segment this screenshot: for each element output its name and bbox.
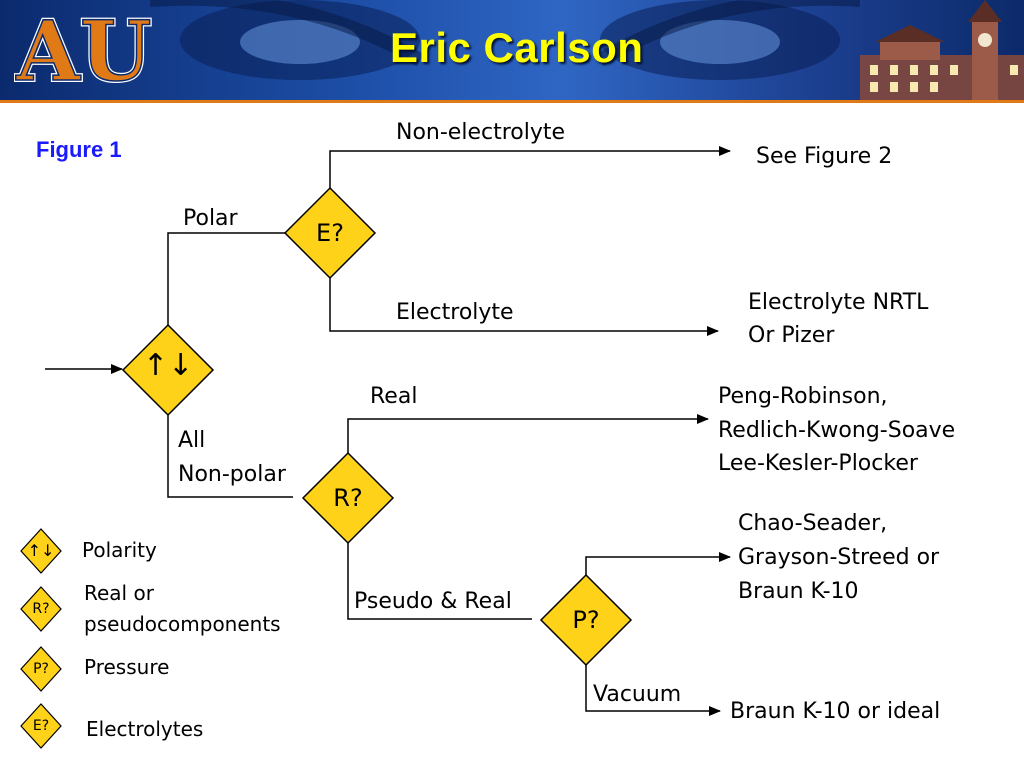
pseudo-real-label: Pseudo & Real <box>354 589 512 614</box>
legend-electrolyte-diamond <box>20 703 62 749</box>
electrolyte-arrow <box>329 278 719 336</box>
au-logo: AU AU <box>14 6 154 96</box>
pressure-decision-label: P? <box>572 606 600 634</box>
redlich-kwong-soave-text: Redlich-Kwong-Soave <box>718 418 956 443</box>
legend-electrolyte-icon: E? <box>32 718 50 734</box>
campus-building-graphic <box>860 0 1024 103</box>
svg-text:AU: AU <box>15 6 151 96</box>
polarity-diamond <box>121 323 215 417</box>
pizer-text: Or Pizer <box>748 323 835 348</box>
all-label: All <box>178 428 206 453</box>
figure-label: Figure 1 <box>36 137 122 162</box>
real-diamond <box>301 451 395 545</box>
real-arrow <box>347 414 709 453</box>
pressure-diamond <box>539 573 633 667</box>
electrolyte-label: Electrolyte <box>396 300 514 325</box>
polar-label: Polar <box>183 206 238 231</box>
legend-real-text-1: Real or <box>84 581 154 605</box>
braun-k10-text: Braun K-10 <box>738 579 859 604</box>
braun-k10-ideal-text: Braun K-10 or ideal <box>730 699 941 724</box>
real-decision-label: R? <box>333 484 363 512</box>
polarity-symbol-icon: ↑↓ <box>142 348 194 383</box>
nonpolar-label: Non-polar <box>178 462 286 487</box>
chao-seader-text: Chao-Seader, <box>738 511 888 536</box>
legend-real-diamond <box>20 586 62 632</box>
legend-pressure-diamond <box>20 646 62 692</box>
see-figure-2-text: See Figure 2 <box>756 144 893 169</box>
non-electrolyte-arrow <box>329 146 731 188</box>
legend-pressure-icon: P? <box>33 661 49 677</box>
vacuum-label: Vacuum <box>593 682 682 707</box>
legend-pressure-text: Pressure <box>84 655 170 679</box>
electrolyte-diamond <box>283 186 377 280</box>
legend-electrolyte-text: Electrolytes <box>86 717 204 741</box>
header-banner: AU AU Eric Carlson <box>0 0 1024 103</box>
grayson-streed-text: Grayson-Streed or <box>738 545 940 570</box>
legend-polarity-icon: ↑↓ <box>27 541 55 560</box>
vacuum-arrow <box>585 665 721 716</box>
lee-kesler-plocker-text: Lee-Kesler-Plocker <box>718 451 918 476</box>
legend-real-icon: R? <box>32 601 50 617</box>
legend-real-text-2: pseudocomponents <box>84 612 281 636</box>
real-label: Real <box>370 384 418 409</box>
pseudo-real-line <box>347 543 532 620</box>
legend-polarity-diamond <box>20 528 62 574</box>
page-title: Eric Carlson <box>390 24 644 71</box>
pseudo-models-arrow <box>585 552 731 575</box>
electrolyte-decision-label: E? <box>316 219 344 247</box>
polar-branch-line <box>167 232 285 325</box>
nonpolar-branch-line <box>167 415 293 498</box>
legend-polarity-text: Polarity <box>82 538 157 562</box>
banner-accent-line <box>0 100 1024 103</box>
peng-robinson-text: Peng-Robinson, <box>718 384 888 409</box>
tiger-eyes-graphic <box>150 0 860 80</box>
svg-text:AU: AU <box>15 6 151 96</box>
non-electrolyte-label: Non-electrolyte <box>396 120 566 145</box>
electrolyte-nrtl-text: Electrolyte NRTL <box>748 290 929 315</box>
